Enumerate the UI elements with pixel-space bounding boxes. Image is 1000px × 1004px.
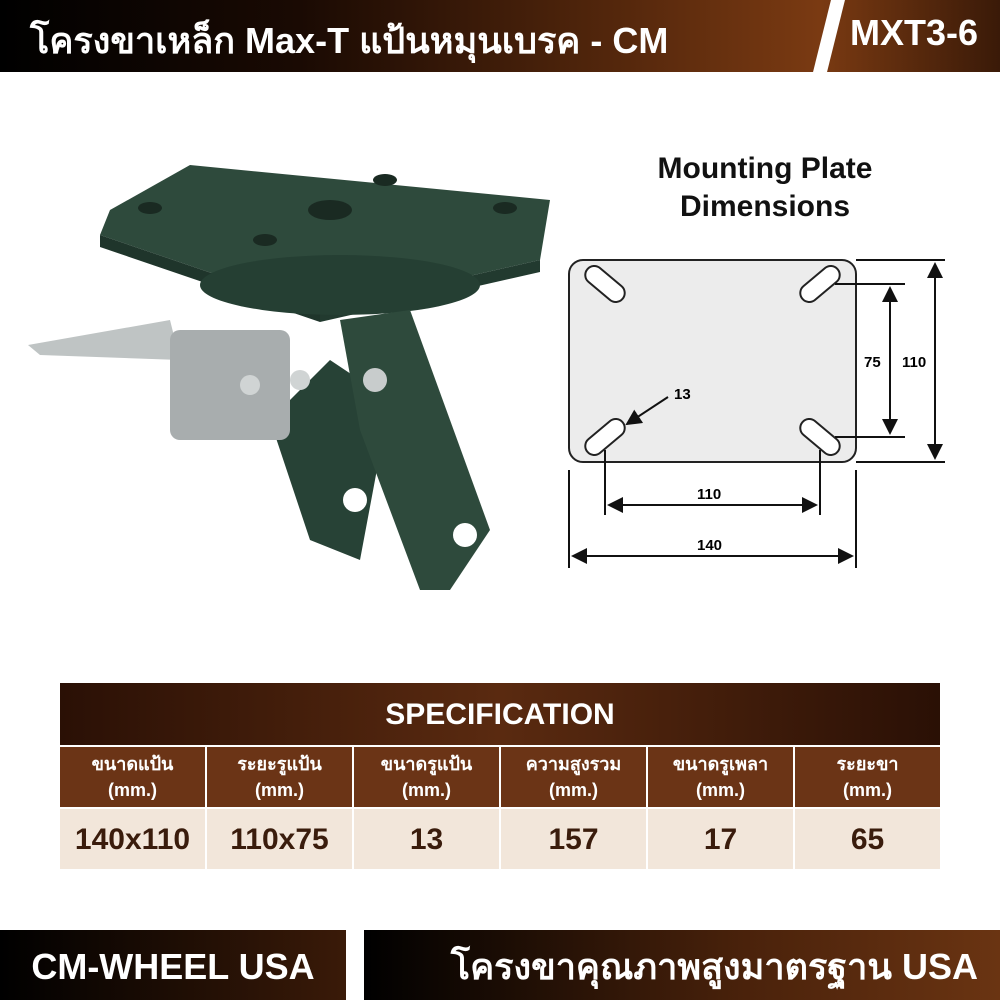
spec-header-row: ขนาดแป้น (mm.) ระยะรูแป้น (mm.) ขนาดรูแป้น…	[60, 747, 940, 807]
spec-value-cell: 17	[648, 809, 793, 869]
diagram-title-line2: Dimensions	[679, 190, 851, 223]
spec-header-cell: ระยะรูแป้น (mm.)	[207, 747, 352, 807]
col-label: ขนาดแป้น	[91, 754, 174, 774]
caster-product-photo	[28, 165, 550, 590]
hole-size-label: 13	[674, 386, 691, 403]
spec-value-cell: 157	[501, 809, 646, 869]
footer-tagline: โครงขาคุณภาพสูงมาตรฐาน USA	[364, 930, 1000, 1000]
col-label: ขนาดรูแป้น	[380, 754, 473, 774]
product-title: โครงขาเหล็ก Max-T แป้นหมุนเบรค - CM	[30, 20, 669, 61]
mounting-plate-diagram: 13 75 110 110 140	[568, 259, 945, 568]
col-label: ความสูงรวม	[525, 754, 622, 774]
specification-table: SPECIFICATION ขนาดแป้น (mm.) ระยะรูแป้น (m…	[60, 683, 940, 869]
spec-value-cell: 140x110	[60, 809, 205, 869]
col-label: ขนาดรูเพลา	[672, 754, 769, 774]
spec-value-row: 140x110 110x75 13 157 17 65	[60, 809, 940, 869]
outer-height-label: 110	[902, 354, 926, 371]
inner-width-label: 110	[697, 486, 721, 503]
spec-value-cell: 13	[354, 809, 499, 869]
col-unit: (mm.)	[402, 780, 451, 800]
spec-header-cell: ขนาดแป้น (mm.)	[60, 747, 205, 807]
col-unit: (mm.)	[696, 780, 745, 800]
divider-slash	[813, 0, 845, 72]
diagram-title: Mounting Plate Dimensions	[600, 150, 930, 226]
col-unit: (mm.)	[843, 780, 892, 800]
diagram-title-line1: Mounting Plate	[657, 152, 873, 185]
spec-header-cell: ขนาดรูแป้น (mm.)	[354, 747, 499, 807]
outer-width-label: 140	[697, 537, 722, 554]
spec-value-cell: 65	[795, 809, 940, 869]
col-unit: (mm.)	[549, 780, 598, 800]
model-code: MXT3-6	[850, 12, 979, 53]
header-banner: โครงขาเหล็ก Max-T แป้นหมุนเบรค - CM MXT3…	[0, 0, 1000, 72]
spec-value-cell: 110x75	[207, 809, 352, 869]
spec-header-cell: ขนาดรูเพลา (mm.)	[648, 747, 793, 807]
spec-header-cell: ความสูงรวม (mm.)	[501, 747, 646, 807]
footer-brand: CM-WHEEL USA	[0, 930, 346, 1000]
col-unit: (mm.)	[255, 780, 304, 800]
spec-title: SPECIFICATION	[60, 683, 940, 745]
col-label: ระยะขา	[836, 754, 899, 774]
spec-header-cell: ระยะขา (mm.)	[795, 747, 940, 807]
col-unit: (mm.)	[108, 780, 157, 800]
inner-height-label: 75	[864, 354, 881, 371]
col-label: ระยะรูแป้น	[237, 754, 322, 774]
